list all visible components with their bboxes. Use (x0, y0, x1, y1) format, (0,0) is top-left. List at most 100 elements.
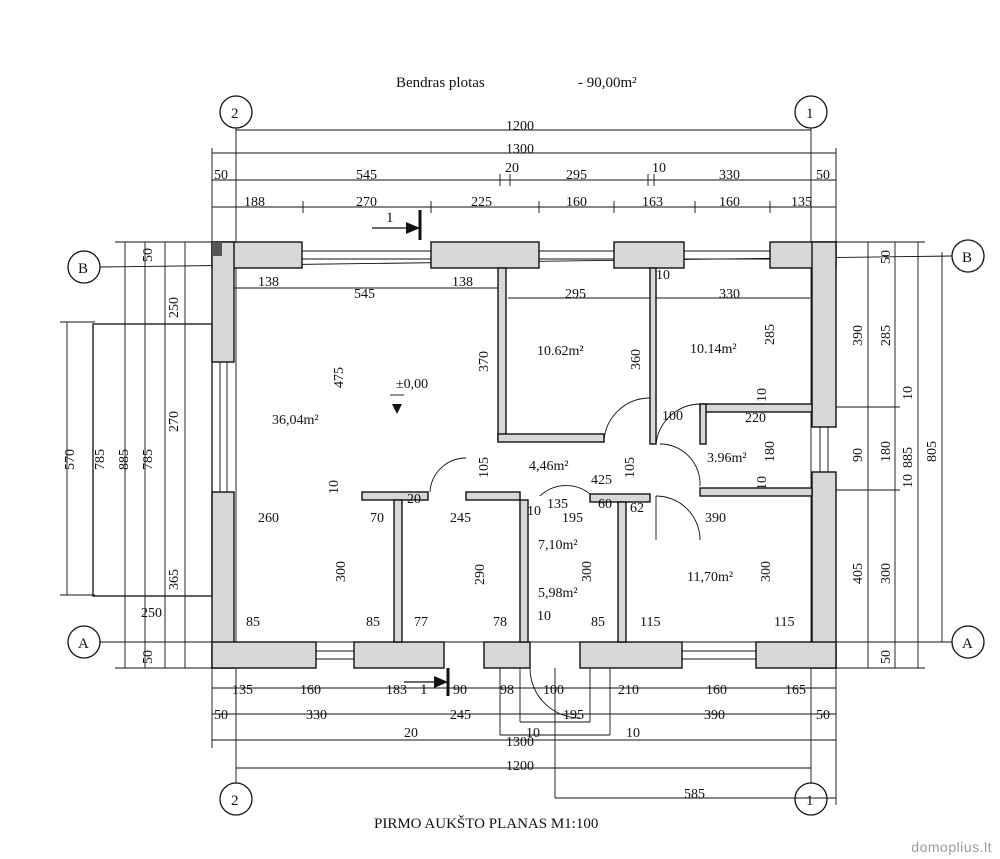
svg-text:10: 10 (526, 726, 540, 741)
svg-text:270: 270 (167, 411, 182, 432)
svg-text:545: 545 (354, 287, 375, 302)
svg-text:188: 188 (244, 195, 265, 210)
svg-text:90: 90 (453, 683, 467, 698)
svg-text:20: 20 (505, 161, 519, 176)
section-mark-top: 1 (372, 210, 422, 240)
svg-text:260: 260 (258, 511, 279, 526)
svg-text:85: 85 (366, 615, 380, 630)
svg-text:390: 390 (705, 511, 726, 526)
svg-text:85: 85 (591, 615, 605, 630)
svg-text:105: 105 (477, 457, 492, 478)
svg-text:90: 90 (851, 448, 866, 462)
svg-text:365: 365 (167, 569, 182, 590)
svg-text:805: 805 (925, 441, 940, 462)
svg-text:115: 115 (774, 615, 794, 630)
interior-walls (361, 267, 813, 643)
svg-text:138: 138 (452, 275, 473, 290)
svg-text:105: 105 (623, 457, 638, 478)
axis-bubble-b-left: B (67, 250, 101, 284)
svg-text:50: 50 (141, 650, 156, 664)
axis-lines (99, 128, 953, 783)
svg-text:10: 10 (901, 386, 916, 400)
svg-text:300: 300 (580, 561, 595, 582)
svg-text:138: 138 (258, 275, 279, 290)
svg-text:160: 160 (300, 683, 321, 698)
svg-text:1: 1 (806, 793, 814, 809)
svg-text:785: 785 (93, 449, 108, 470)
svg-text:50: 50 (816, 708, 830, 723)
svg-text:20: 20 (407, 492, 421, 507)
svg-text:1200: 1200 (506, 759, 534, 774)
dimension-lines-left (60, 241, 212, 669)
svg-text:390: 390 (704, 708, 725, 723)
svg-text:10: 10 (652, 161, 666, 176)
room-area-wc: 5,98m² (538, 586, 578, 601)
svg-text:85: 85 (246, 615, 260, 630)
svg-text:785: 785 (141, 449, 156, 470)
svg-text:77: 77 (414, 615, 428, 630)
svg-text:195: 195 (562, 511, 583, 526)
svg-text:585: 585 (684, 787, 705, 802)
room-area-room1: 10.62m² (537, 344, 584, 359)
svg-text:50: 50 (816, 168, 830, 183)
svg-text:160: 160 (566, 195, 587, 210)
svg-text:285: 285 (879, 325, 894, 346)
svg-text:10: 10 (537, 609, 551, 624)
svg-text:330: 330 (719, 287, 740, 302)
svg-text:100: 100 (662, 409, 683, 424)
svg-text:B: B (962, 250, 972, 266)
svg-text:225: 225 (471, 195, 492, 210)
svg-text:1: 1 (806, 106, 814, 122)
svg-text:B: B (78, 261, 88, 277)
svg-text:163: 163 (642, 195, 663, 210)
svg-text:135: 135 (232, 683, 253, 698)
svg-text:885: 885 (901, 447, 916, 468)
svg-text:10: 10 (327, 480, 342, 494)
svg-text:62: 62 (630, 501, 644, 516)
svg-text:50: 50 (141, 248, 156, 262)
total-area-value: - 90,00m² (578, 75, 637, 91)
svg-text:300: 300 (334, 561, 349, 582)
svg-text:270: 270 (356, 195, 377, 210)
svg-text:165: 165 (785, 683, 806, 698)
svg-text:10: 10 (901, 474, 916, 488)
dimension-texts-top: 1200 1300 50 545 20 295 10 330 50 188 27… (214, 119, 830, 302)
terrace-outline (92, 323, 213, 597)
svg-text:295: 295 (565, 287, 586, 302)
svg-text:98: 98 (500, 683, 514, 698)
svg-text:250: 250 (167, 297, 182, 318)
svg-text:330: 330 (306, 708, 327, 723)
svg-text:10: 10 (626, 726, 640, 741)
svg-text:1300: 1300 (506, 735, 534, 750)
svg-text:405: 405 (851, 563, 866, 584)
svg-text:10: 10 (527, 504, 541, 519)
exterior-walls (211, 241, 837, 669)
svg-text:295: 295 (566, 168, 587, 183)
dimension-lines-right (836, 241, 943, 669)
svg-text:10: 10 (755, 388, 770, 402)
axis-bubble-a-right: A (951, 625, 985, 659)
svg-text:±0,00: ±0,00 (396, 377, 428, 392)
watermark: domoplius.lt (911, 839, 992, 855)
room-area-bedroom: 11,70m² (687, 570, 733, 585)
dimension-texts-inner: 370 475 360 285 10 220 100 180 10 105 10… (246, 324, 794, 630)
axis-bubble-2-bottom: 2 (219, 782, 253, 816)
svg-text:50: 50 (879, 250, 894, 264)
svg-text:285: 285 (763, 324, 778, 345)
room-area-closet: 3.96m² (707, 451, 747, 466)
svg-text:360: 360 (629, 349, 644, 370)
svg-text:370: 370 (477, 351, 492, 372)
svg-text:545: 545 (356, 168, 377, 183)
svg-text:20: 20 (404, 726, 418, 741)
room-area-corridor: 4,46m² (529, 459, 569, 474)
svg-text:1: 1 (420, 682, 428, 698)
svg-text:2: 2 (231, 793, 239, 809)
doors (429, 397, 701, 719)
svg-text:1: 1 (386, 210, 394, 226)
svg-text:60: 60 (598, 497, 612, 512)
svg-text:475: 475 (332, 367, 347, 388)
svg-text:70: 70 (370, 511, 384, 526)
svg-text:A: A (962, 636, 973, 652)
svg-text:245: 245 (450, 708, 471, 723)
svg-text:1300: 1300 (506, 142, 534, 157)
